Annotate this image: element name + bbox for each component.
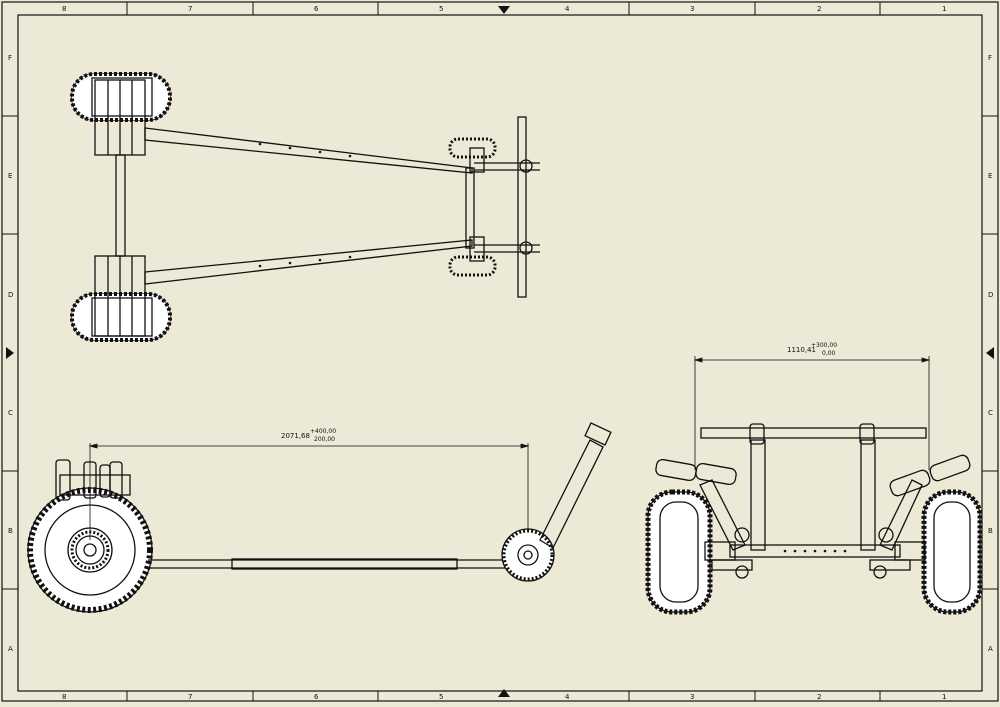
zone-col-top-7: 2 <box>817 5 821 13</box>
zone-col-top-6: 3 <box>690 5 694 13</box>
front-upright-left <box>750 439 766 551</box>
front-upright-right <box>860 439 876 551</box>
zone-col-top-5: 4 <box>565 5 570 13</box>
zone-col-bottom-8: 1 <box>942 693 946 701</box>
zone-col-bottom-6: 3 <box>690 693 694 701</box>
side-tow-arm <box>539 439 604 549</box>
zone-col-bottom-3: 6 <box>314 693 319 701</box>
front-view <box>645 356 983 615</box>
top-rear-crossbar <box>115 154 126 257</box>
zone-row-right-6: A <box>988 645 993 653</box>
zone-row-left-5: B <box>8 527 13 535</box>
zone-row-right-4: C <box>988 409 993 417</box>
zone-row-right-2: E <box>988 172 992 180</box>
zone-row-left-4: C <box>8 409 13 417</box>
top-rail-upper <box>144 127 473 174</box>
side-view <box>27 422 612 613</box>
zone-col-top-3: 6 <box>314 5 319 13</box>
front-dimension <box>693 356 931 470</box>
top-front-plate <box>517 116 527 298</box>
zone-row-right-1: F <box>988 54 992 62</box>
front-dim-base: 1110,41 <box>787 346 816 354</box>
side-dim-base: 2071,68 <box>281 432 310 440</box>
top-rear-wheel-upper <box>70 72 172 122</box>
front-top-bar <box>700 427 927 439</box>
zone-col-bottom-4: 5 <box>439 693 443 701</box>
zone-labels: 8 7 6 5 4 3 2 1 8 7 6 5 4 3 2 1 F E D C … <box>8 5 993 701</box>
top-rear-wheel-lower <box>70 292 172 342</box>
front-dim-upper: +300,00 <box>811 342 837 349</box>
front-wheel-left <box>645 489 713 615</box>
front-wheel-right <box>921 489 983 615</box>
side-front-wheel <box>501 528 555 582</box>
zone-col-bottom-7: 2 <box>817 693 821 701</box>
centering-marks <box>6 6 994 697</box>
front-lower-crossbar <box>729 544 901 558</box>
zone-col-bottom-2: 7 <box>188 693 192 701</box>
zone-row-left-2: E <box>8 172 12 180</box>
zone-row-left-6: A <box>8 645 13 653</box>
zone-row-right-3: D <box>988 291 993 299</box>
zone-row-left-3: D <box>8 291 13 299</box>
front-arm-left <box>699 479 746 551</box>
zone-row-left-1: F <box>8 54 12 62</box>
side-dim-upper: +400,00 <box>310 428 336 435</box>
front-arm-right <box>879 479 923 551</box>
zone-row-right-5: B <box>988 527 993 535</box>
top-rail-lower <box>144 239 473 285</box>
zone-col-top-1: 8 <box>62 5 66 13</box>
zone-col-top-4: 5 <box>439 5 443 13</box>
side-dim-lower: 200,00 <box>314 436 335 443</box>
top-view <box>70 72 540 342</box>
side-dimension <box>88 443 530 540</box>
zone-col-bottom-1: 8 <box>62 693 66 701</box>
zone-col-bottom-5: 4 <box>565 693 570 701</box>
zone-col-top-2: 7 <box>188 5 192 13</box>
zone-col-top-8: 1 <box>942 5 946 13</box>
front-dim-lower: 0,00 <box>822 350 836 357</box>
